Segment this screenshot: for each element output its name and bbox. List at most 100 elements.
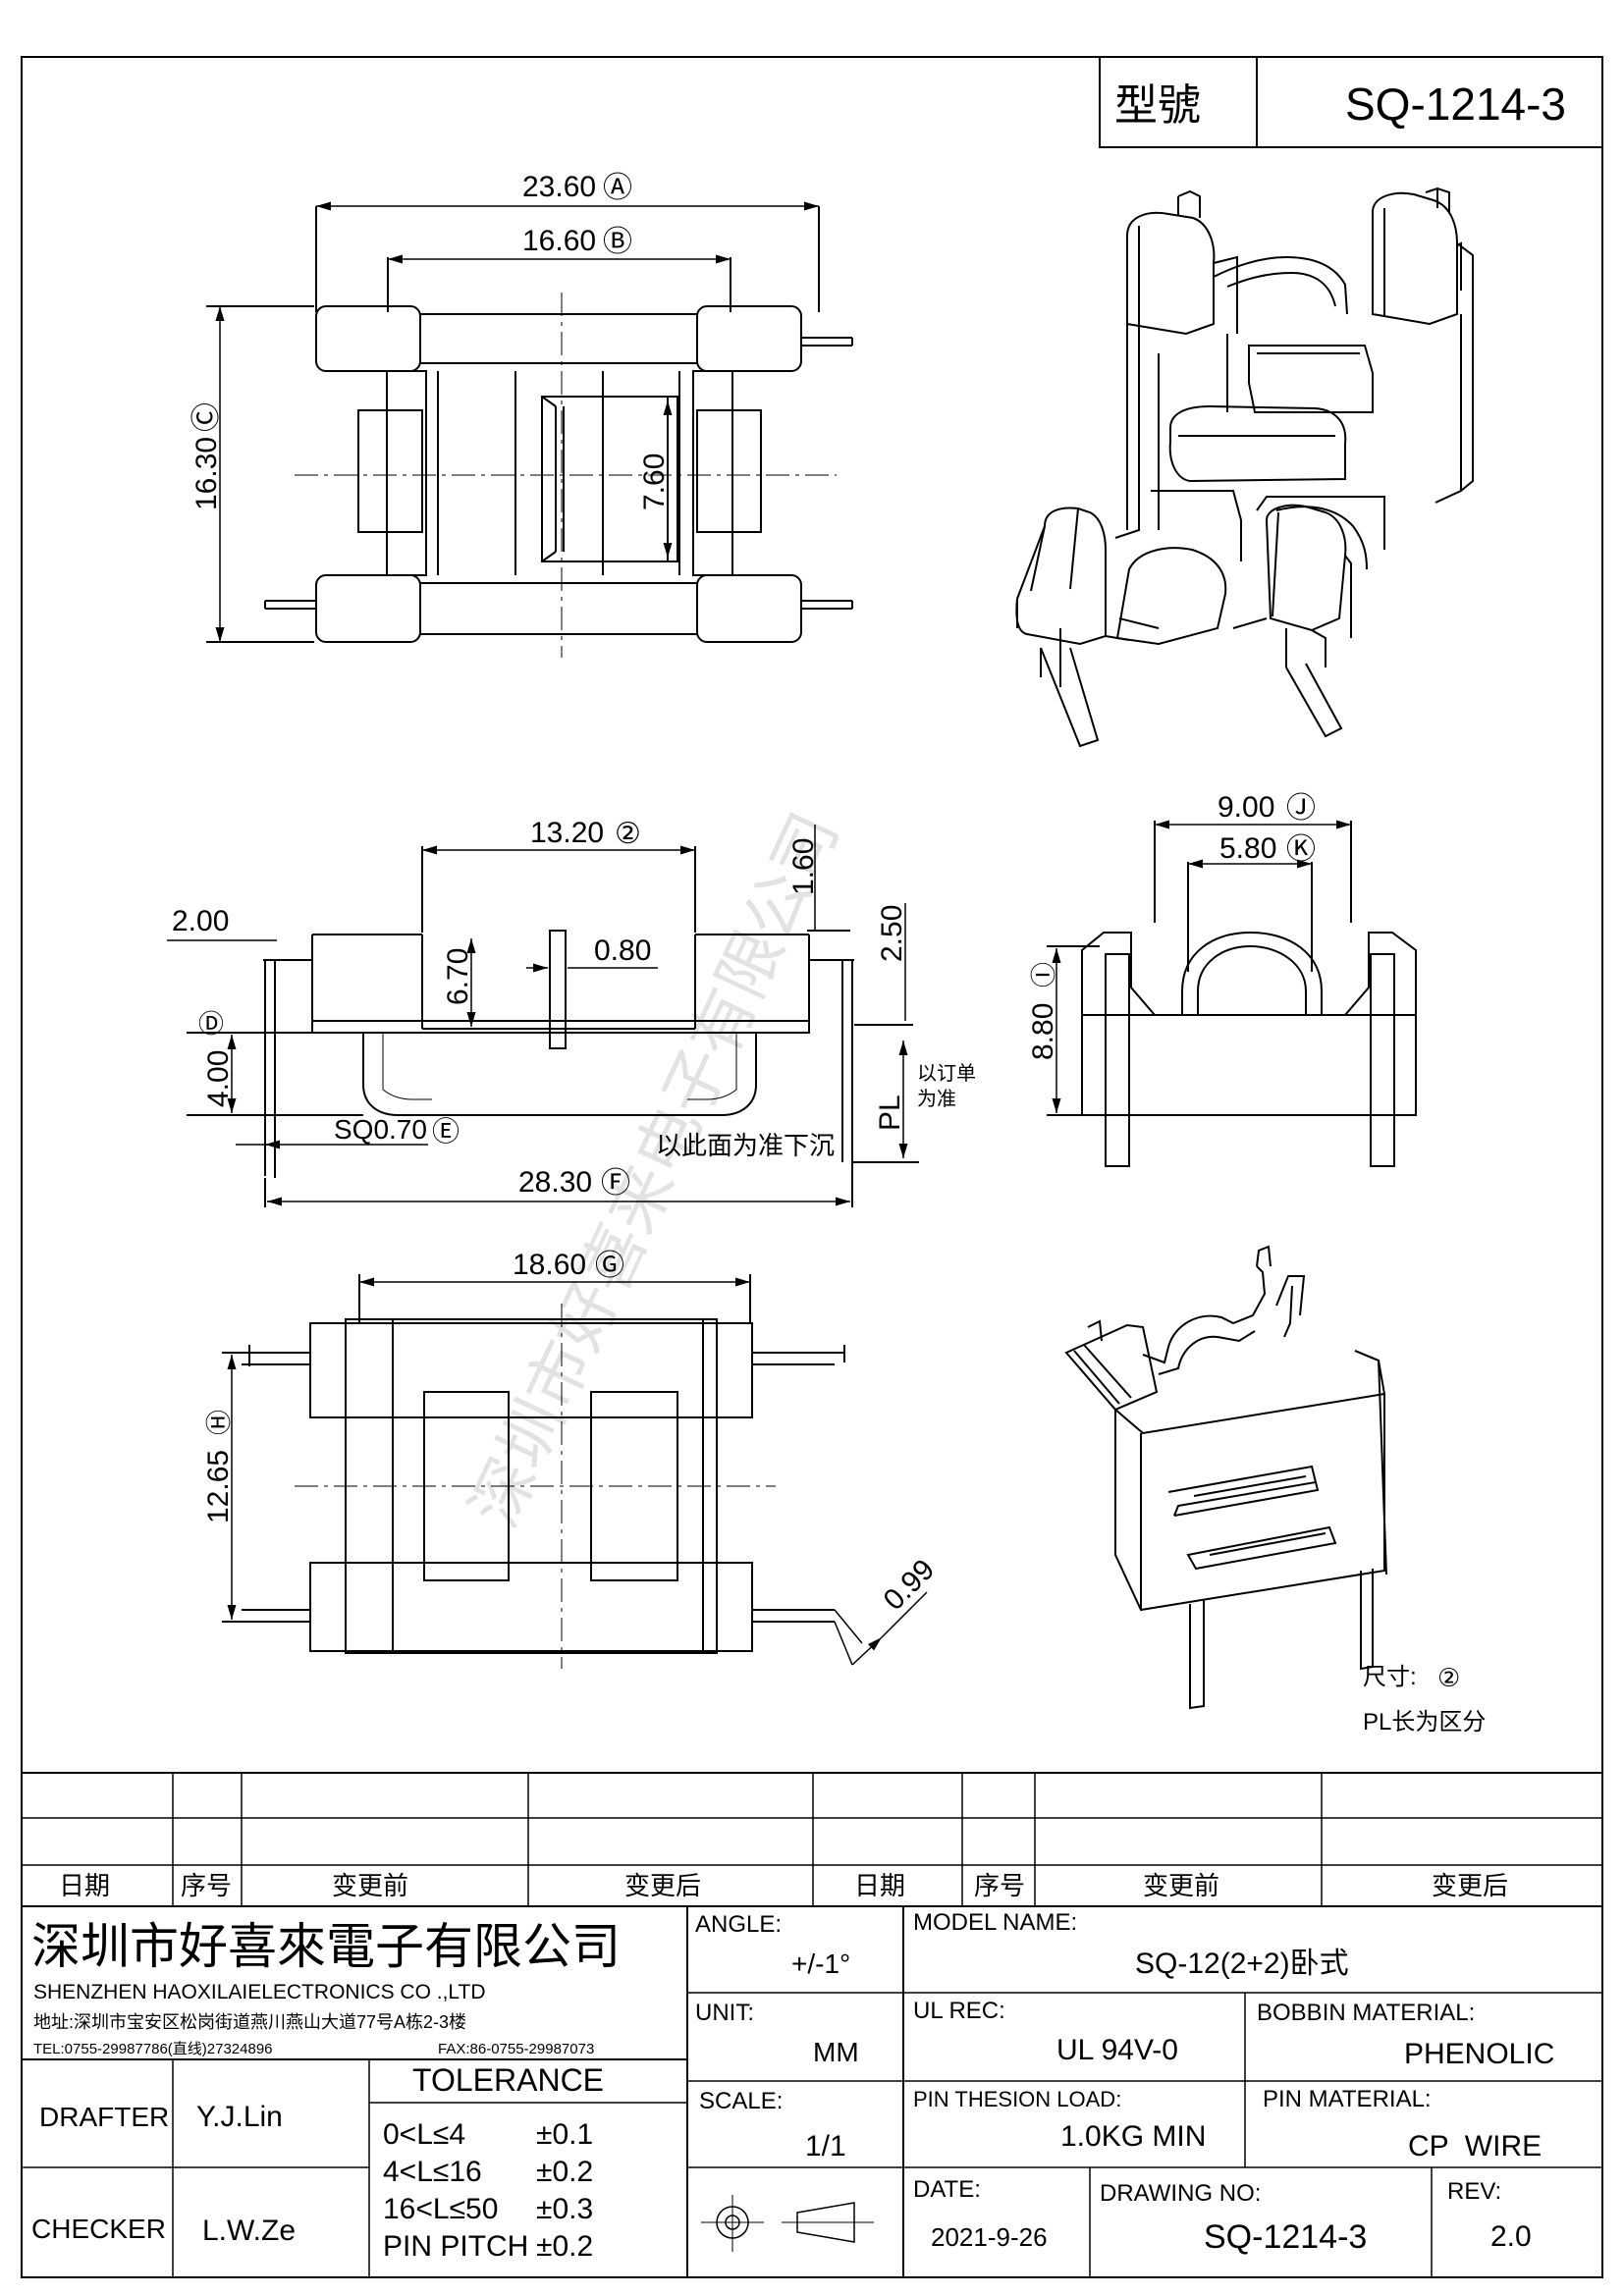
pl-note-2: 为准 [917, 1088, 956, 1110]
iso-view-top [1015, 187, 1474, 748]
model-name-value: SQ-12(2+2)卧式 [1135, 1948, 1349, 1980]
dim-i-value: 8.80 [1027, 1003, 1059, 1060]
tolerance-value-3: ±0.3 [536, 2193, 593, 2225]
tolerance-value-1: ±0.1 [536, 2118, 593, 2151]
angle-value: +/-1° [791, 1949, 850, 1979]
model-value: SQ-1214-3 [1345, 79, 1566, 130]
dim-250-value: 2.50 [876, 905, 908, 962]
dim-c-mark: Ⓒ [190, 402, 223, 432]
iso-view-bottom [1064, 1245, 1387, 1710]
ul-value: UL 94V-0 [1056, 2034, 1178, 2066]
company-name-en: SHENZHEN HAOXILAIELECTRONICS CO .,LTD [33, 1981, 486, 2003]
date-label: DATE: [913, 2176, 981, 2203]
top-view: 23.60 Ⓐ 16.60 Ⓑ 16.30 Ⓒ [190, 171, 853, 658]
pin-material-value: CP WIRE [1408, 2130, 1542, 2163]
size-note-mark: ② [1437, 1663, 1460, 1692]
checker-name: L.W.Ze [202, 2215, 296, 2247]
bobbin-value: PHENOLIC [1404, 2038, 1554, 2070]
dim-k-mark: Ⓚ [1286, 833, 1316, 866]
company-fax: FAX:86-0755-29987073 [438, 2041, 594, 2057]
size-note-label: 尺寸: [1363, 1664, 1417, 1690]
sheet-border [21, 56, 1603, 2278]
dim-a-mark: Ⓐ [603, 172, 632, 204]
unit-value: MM [813, 2037, 859, 2067]
dim-2-mark: ② [615, 818, 641, 850]
dim-200-value: 2.00 [172, 905, 229, 937]
tolerance-range-3: 16<L≤50 [383, 2193, 498, 2225]
title-block: 深圳市好喜來電子有限公司 SHENZHEN HAOXILAIELECTRONIC… [22, 1906, 1602, 2277]
dim-099-value: 0.99 [878, 1553, 942, 1617]
rev-header-seq-2: 序号 [974, 1871, 1025, 1900]
projection-symbol [701, 2195, 874, 2252]
rev-header-after-1: 变更后 [624, 1871, 701, 1900]
dim-h-mark: Ⓗ [204, 1410, 234, 1435]
unit-label: UNIT: [695, 2000, 754, 2026]
rev-header-before-2: 变更前 [1143, 1871, 1219, 1900]
dim-i-mark: Ⓘ [1029, 962, 1058, 988]
dim-j-mark: Ⓙ [1286, 792, 1316, 825]
dim-b-value: 16.60 [522, 225, 596, 257]
dim-g-mark: Ⓖ [595, 1250, 624, 1282]
rev-header-seq-1: 序号 [181, 1871, 232, 1900]
dim-g-value: 18.60 [513, 1249, 586, 1281]
dim-400-value: 4.00 [202, 1050, 235, 1107]
ul-label: UL REC: [913, 1998, 1005, 2024]
model-label: 型號 [1114, 81, 1201, 130]
tolerance-value-2: ±0.2 [536, 2156, 593, 2188]
company-name-cn: 深圳市好喜來電子有限公司 [31, 1919, 621, 1974]
rev-header-before-1: 变更前 [332, 1871, 408, 1900]
front-view: 13.20 ② 1.60 2.00 6.70 0.80 2.50 Ⓓ [167, 817, 976, 1207]
tolerance-range-2: 4<L≤16 [383, 2156, 482, 2188]
dim-2-value: 13.20 [530, 817, 604, 849]
scale-label: SCALE: [699, 2088, 783, 2114]
bobbin-label: BOBBIN MATERIAL: [1257, 2000, 1475, 2026]
scale-value: 1/1 [805, 2130, 846, 2163]
dim-c-value: 16.30 [190, 437, 223, 510]
date-value: 2021-9-26 [931, 2222, 1048, 2252]
tolerance-range-1: 0<L≤4 [383, 2118, 465, 2151]
drawing-no-value: SQ-1214-3 [1204, 2218, 1367, 2256]
header-model-box: 型號 SQ-1214-3 [1099, 56, 1603, 148]
dim-j-value: 9.00 [1218, 791, 1274, 824]
tolerance-value-4: ±0.2 [536, 2230, 593, 2263]
pl-length-note: PL长为区分 [1363, 1709, 1486, 1735]
dim-b-mark: Ⓑ [603, 226, 632, 258]
watermark: 深圳市好喜来电子有限公司 [458, 802, 852, 1537]
sink-note: 以此面为准下沉 [656, 1131, 835, 1160]
tolerance-range-4: PIN PITCH [383, 2230, 528, 2263]
rev-header-after-2: 变更后 [1432, 1871, 1508, 1900]
dim-670-value: 6.70 [442, 948, 474, 1005]
angle-label: ANGLE: [695, 1911, 782, 1938]
revision-table: 日期 序号 变更前 变更后 日期 序号 变更前 变更后 [22, 1772, 1602, 1907]
dim-f-mark: Ⓕ [601, 1167, 630, 1200]
dim-d-mark: Ⓓ [198, 1009, 224, 1039]
drafter-label: DRAFTER [39, 2102, 169, 2132]
pl-note-1: 以订单 [917, 1062, 976, 1085]
pin-material-label: PIN MATERIAL: [1263, 2086, 1432, 2112]
dim-e-mark: Ⓔ [432, 1116, 460, 1147]
checker-label: CHECKER [31, 2214, 166, 2244]
dim-080-value: 0.80 [594, 934, 651, 967]
tolerance-title: TOLERANCE [412, 2062, 604, 2098]
company-address: 地址:深圳市宝安区松岗街道燕川燕山大道77号A栋2-3楼 [33, 2012, 466, 2032]
rev-label: REV: [1447, 2178, 1501, 2205]
side-view: 9.00 Ⓙ 5.80 Ⓚ 8.80 Ⓘ [1027, 791, 1417, 1167]
dim-pl-value: PL [874, 1095, 906, 1131]
dim-f-value: 28.30 [518, 1166, 592, 1199]
model-name-label: MODEL NAME: [913, 1909, 1077, 1936]
drafter-name: Y.J.Lin [196, 2101, 283, 2133]
dim-k-value: 5.80 [1219, 832, 1276, 865]
dim-inner-value: 7.60 [638, 454, 671, 510]
rev-value: 2.0 [1490, 2220, 1532, 2253]
rev-header-date-2: 日期 [854, 1871, 905, 1900]
dim-160-value: 1.60 [787, 838, 820, 895]
drawing-no-label: DRAWING NO: [1100, 2180, 1261, 2207]
dim-e-value: SQ0.70 [334, 1114, 427, 1145]
dim-a-value: 23.60 [522, 171, 596, 203]
company-tel: TEL:0755-29987786(直线)27324896 [33, 2041, 273, 2057]
pin-load-label: PIN THESION LOAD: [913, 2087, 1121, 2111]
pin-load-value: 1.0KG MIN [1060, 2120, 1206, 2153]
dim-h-value: 12.65 [202, 1450, 235, 1523]
rev-header-date-1: 日期 [59, 1871, 110, 1900]
